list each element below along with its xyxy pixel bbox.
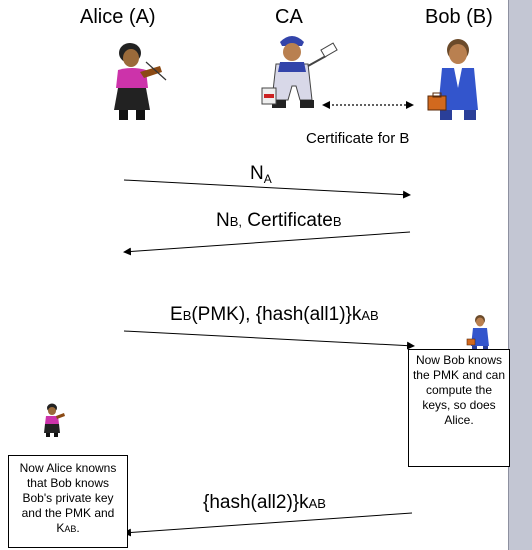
msg3-a-sub: B [182, 308, 192, 323]
bob-businessman-icon [427, 39, 478, 120]
msg3-a: E [170, 304, 183, 325]
alice-note-period: . [76, 521, 80, 535]
msg3-b: (PMK), {hash(all1)}k [191, 304, 362, 325]
ca-painter-icon [261, 36, 338, 108]
party-bob-label: Bob (B) [425, 6, 493, 28]
msg4-a: {hash(all2)}k [203, 492, 309, 513]
msg1-sub: A [263, 172, 272, 186]
arrow-msg2 [123, 231, 411, 256]
alice-note-text: Now Alice knowns that Bob knows Bob's pr… [19, 461, 117, 535]
arrow-msg3 [123, 330, 415, 350]
protocol-diagram [44, 36, 489, 537]
msg4-a-sub: AB [308, 496, 326, 511]
msg2-b: Certificate [242, 210, 333, 231]
alice-small-icon [44, 403, 65, 437]
alice-note-box: Now Alice knowns that Bob knows Bob's pr… [8, 455, 128, 548]
alice-note-sub: AB [64, 524, 77, 534]
party-ca-label: CA [275, 6, 303, 28]
msg1-main: N [250, 163, 264, 184]
bob-note-box: Now Bob knows the PMK and can compute th… [408, 349, 510, 467]
certificate-label: Certificate for B [306, 130, 410, 147]
msg2-label: NB, CertificateB [216, 210, 342, 232]
right-sidebar [508, 0, 532, 550]
msg2-a: N [216, 210, 230, 231]
msg1-label: NA [250, 163, 272, 186]
arrow-msg4 [123, 512, 413, 537]
msg4-label: {hash(all2)}kAB [203, 492, 326, 514]
arrow-msg1 [123, 179, 411, 199]
msg3-label: EB(PMK), {hash(all1)}kAB [170, 304, 379, 326]
msg3-b-sub: AB [361, 308, 379, 323]
bob-small-icon [466, 315, 489, 350]
msg2-b-sub: B [332, 214, 342, 229]
alice-violinist-icon [114, 43, 167, 120]
msg2-a-sub: B, [229, 214, 243, 229]
party-alice-label: Alice (A) [80, 6, 156, 28]
